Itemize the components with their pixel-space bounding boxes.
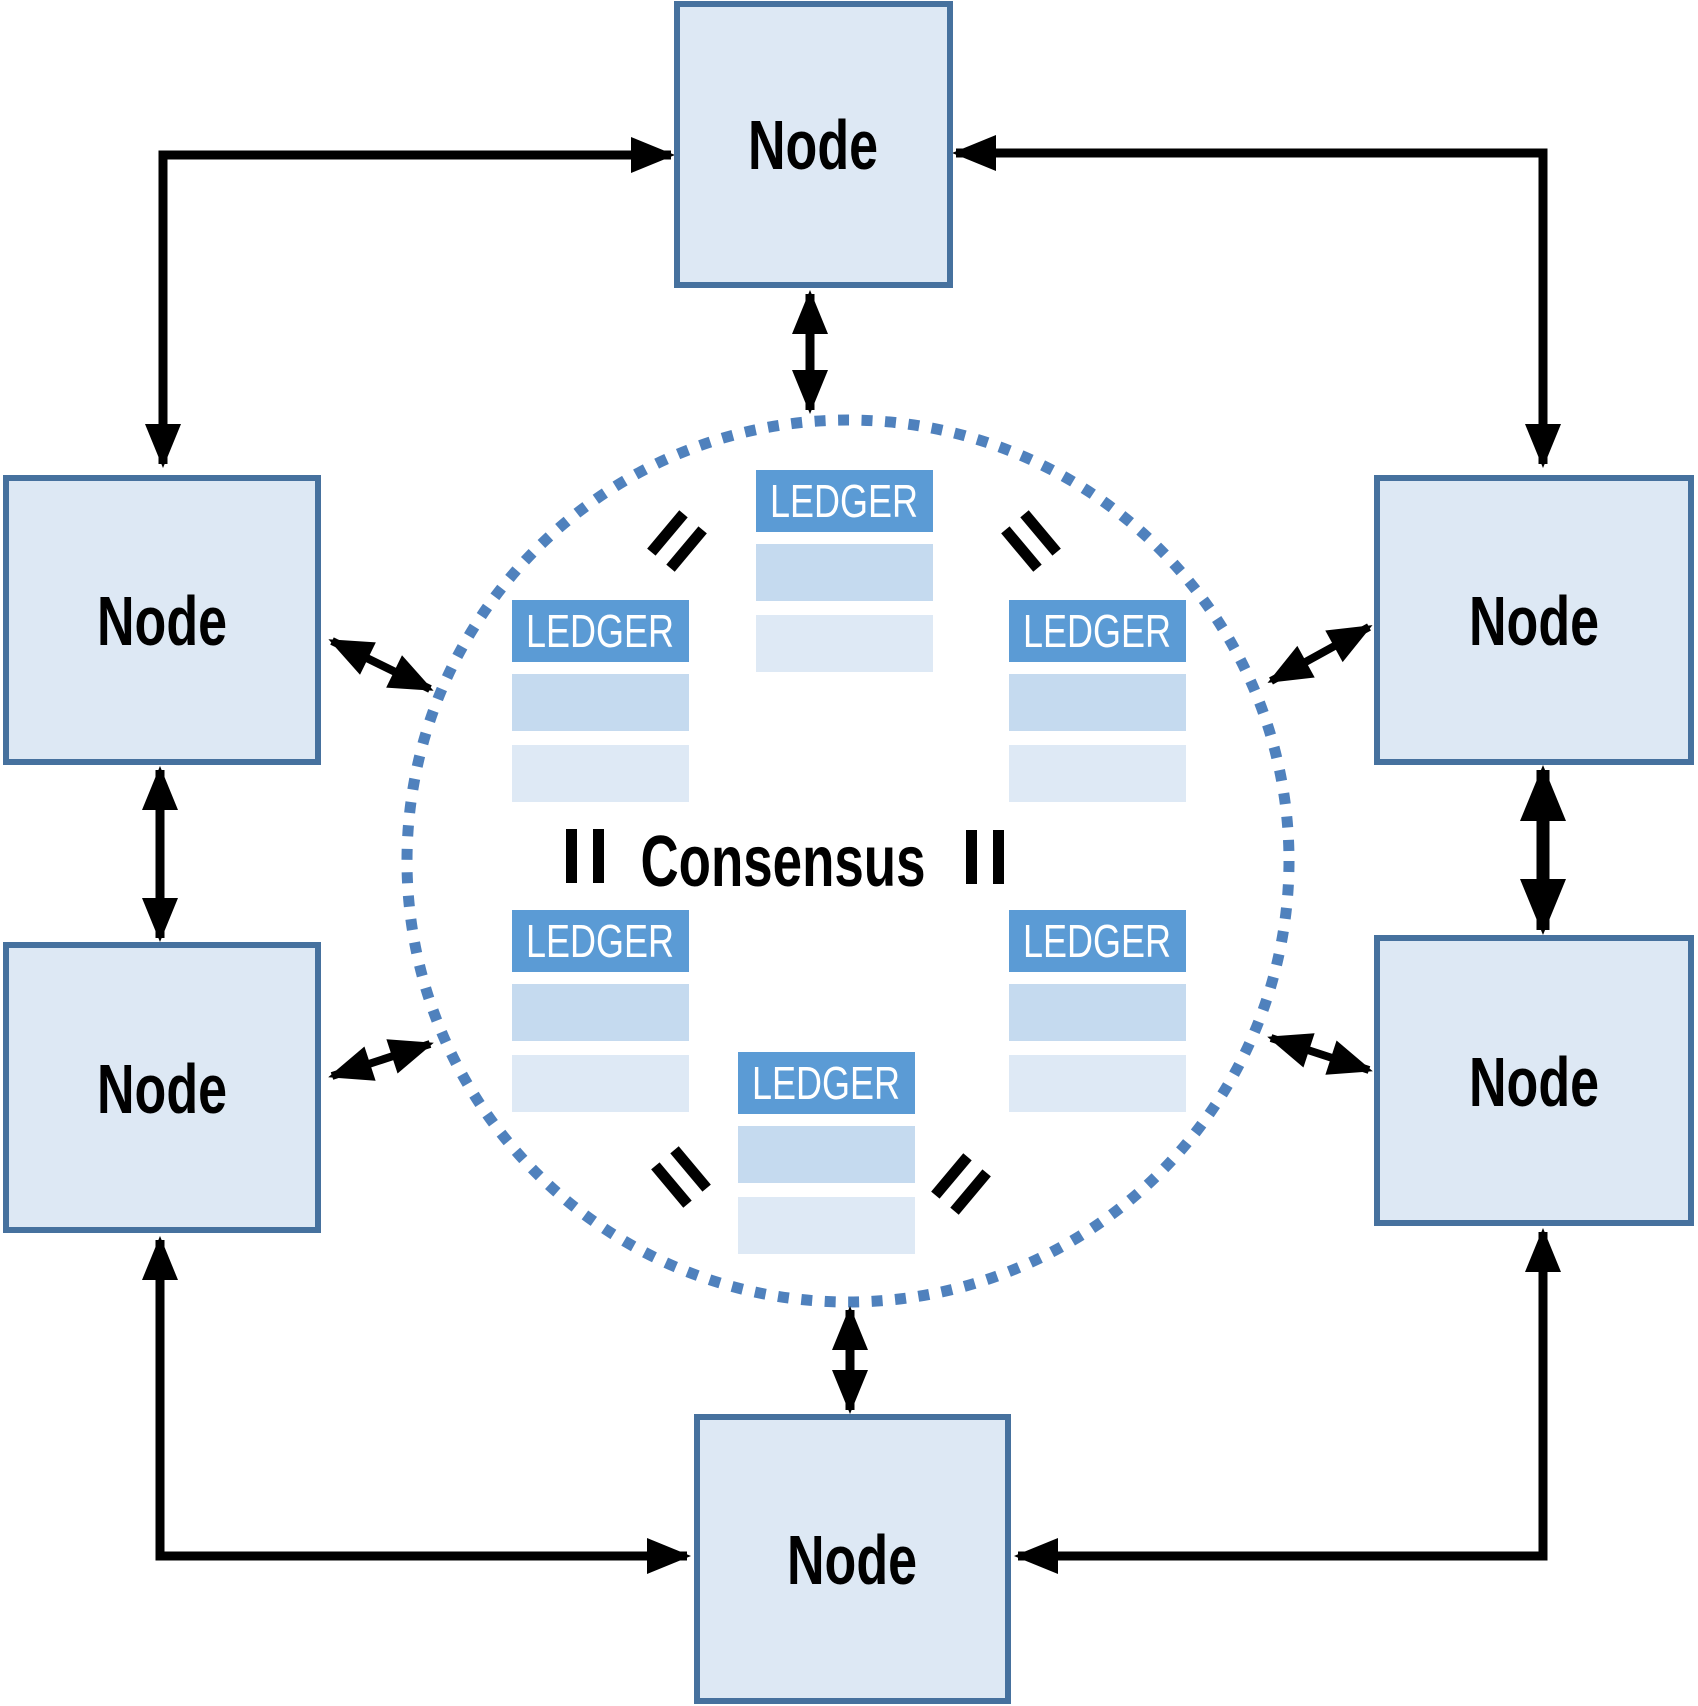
node-lower-left: Node <box>3 942 321 1233</box>
arrow-top-upperright-elbow <box>952 135 1561 468</box>
equals-icon-upper-left <box>647 510 707 572</box>
node-lower-left-label: Node <box>97 1050 227 1128</box>
node-top-label: Node <box>748 106 878 184</box>
ledger-lower-right-label: LEDGER <box>1023 915 1171 967</box>
ledger-top-center: LEDGER <box>756 470 933 672</box>
node-lower-right-label: Node <box>1469 1043 1599 1121</box>
node-lower-right: Node <box>1374 935 1694 1226</box>
ledger-lower-left-label: LEDGER <box>526 915 674 967</box>
equals-icon-lower-left <box>651 1146 711 1208</box>
ledger-upper-right-label: LEDGER <box>1023 605 1171 657</box>
consensus-label: Consensus <box>641 822 926 902</box>
node-top: Node <box>674 1 953 288</box>
ledger-upper-right: LEDGER <box>1009 600 1186 802</box>
node-bottom-label: Node <box>787 1521 917 1599</box>
ledger-lower-right: LEDGER <box>1009 910 1186 1112</box>
ledger-top-center-label: LEDGER <box>770 475 918 527</box>
equals-icon-upper-right <box>1001 510 1061 572</box>
node-upper-right: Node <box>1374 475 1694 765</box>
consensus-circle <box>401 414 1295 1308</box>
ledger-upper-left-label: LEDGER <box>526 605 674 657</box>
arrow-upperleft-top-elbow <box>145 137 675 468</box>
node-upper-left: Node <box>3 475 321 765</box>
ledger-bottom-center: LEDGER <box>738 1052 915 1254</box>
node-upper-left-label: Node <box>97 582 227 660</box>
arrow-lowerright-bottom-elbow <box>1014 1228 1561 1574</box>
arrow-upperleft-circle <box>328 637 434 693</box>
equals-icon-lower-right <box>931 1153 991 1215</box>
equals-icon-middle-left <box>566 829 604 883</box>
arrow-upperright-circle <box>1267 623 1373 685</box>
node-bottom: Node <box>694 1414 1011 1704</box>
arrow-lowerleft-bottom-elbow <box>142 1236 691 1574</box>
ledger-bottom-center-label: LEDGER <box>752 1057 900 1109</box>
ledger-upper-left: LEDGER <box>512 600 689 802</box>
arrow-lowerleft-circle <box>328 1039 434 1081</box>
ledger-lower-left: LEDGER <box>512 910 689 1112</box>
node-upper-right-label: Node <box>1469 582 1599 660</box>
arrow-lowerright-circle <box>1267 1033 1373 1075</box>
equals-icon-middle-right <box>966 830 1004 884</box>
